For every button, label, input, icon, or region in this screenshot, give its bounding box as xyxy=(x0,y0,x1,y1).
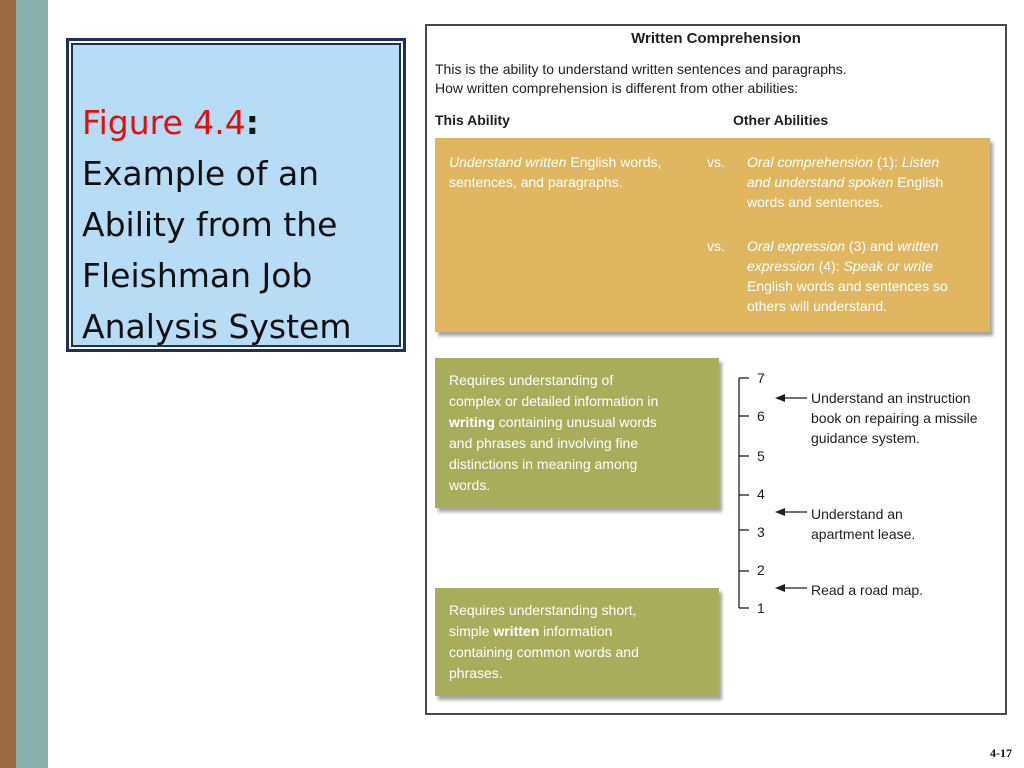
text: phrases. xyxy=(449,665,503,681)
slide-number: 4-17 xyxy=(990,746,1012,760)
anchor-text: guidance system. xyxy=(811,430,920,446)
text: Requires understanding of xyxy=(449,372,614,388)
left-accent-strip-brown xyxy=(0,0,16,768)
text: words and sentences. xyxy=(747,194,884,210)
scale-level-5: 5 xyxy=(757,448,765,464)
text: English words and sentences so xyxy=(747,278,948,294)
scale-level-1: 1 xyxy=(757,600,765,616)
left-accent-strip-teal xyxy=(16,0,48,768)
column-header-this-ability: This Ability xyxy=(435,112,510,128)
text: (1): xyxy=(873,154,902,170)
comparison-box: Understand written English words, senten… xyxy=(435,138,990,332)
italic-text: Oral comprehension xyxy=(747,154,874,170)
bold-text: written xyxy=(493,623,540,639)
anchor-text: Understand an xyxy=(811,506,903,522)
figure-intro: This is the ability to understand writte… xyxy=(435,60,847,98)
slide-title-line: Analysis System xyxy=(82,307,352,346)
text: and phrases and involving fine xyxy=(449,435,639,451)
scale-level-2: 2 xyxy=(757,562,765,578)
text: containing unusual words xyxy=(494,414,657,430)
italic-text: written xyxy=(897,238,939,254)
text: information xyxy=(539,623,613,639)
italic-text: Oral expression xyxy=(747,238,846,254)
scale-level-3: 3 xyxy=(757,524,765,540)
low-level-description: Requires understanding short, simple wri… xyxy=(449,600,711,684)
other-ability-oral-comprehension: Oral comprehension (1): Listen and under… xyxy=(747,152,987,212)
text: English xyxy=(893,174,944,190)
low-level-description-box: Requires understanding short, simple wri… xyxy=(435,588,719,696)
text: English words, xyxy=(566,154,662,170)
anchor-high: Understand an instruction book on repair… xyxy=(811,388,978,448)
column-header-other-abilities: Other Abilities xyxy=(733,112,829,128)
vs-label: vs. xyxy=(707,238,725,254)
rating-scale xyxy=(738,377,807,609)
text: words. xyxy=(449,477,491,493)
ability-figure: Written Comprehension This is the abilit… xyxy=(425,24,1007,715)
anchor-text: apartment lease. xyxy=(811,526,916,542)
anchor-mid: Understand an apartment lease. xyxy=(811,504,915,544)
figure-label: Figure 4.4 xyxy=(82,103,246,142)
italic-text: Listen xyxy=(901,154,940,170)
scale-level-7: 7 xyxy=(757,370,765,386)
italic-text: Understand written xyxy=(449,154,567,170)
scale-level-4: 4 xyxy=(757,486,765,502)
anchor-low: Read a road map. xyxy=(811,580,923,600)
intro-line: How written comprehension is different f… xyxy=(435,80,799,96)
text: Requires understanding short, xyxy=(449,602,637,618)
anchor-text: Read a road map. xyxy=(811,582,924,598)
slide-title-line: Fleishman Job xyxy=(82,256,313,295)
slide-title-line: Ability from the xyxy=(82,205,338,244)
anchor-arrow-head xyxy=(775,584,785,592)
figure-label-colon: : xyxy=(245,103,259,142)
anchor-arrow-head xyxy=(775,394,785,402)
scale-level-6: 6 xyxy=(757,408,765,424)
bold-text: writing xyxy=(449,414,495,430)
text: distinctions in meaning among xyxy=(449,456,638,472)
high-level-description: Requires understanding of complex or det… xyxy=(449,370,711,496)
vs-label: vs. xyxy=(707,154,725,170)
slide-title-line: Example of an xyxy=(82,154,320,193)
anchor-text: Understand an instruction xyxy=(811,390,971,406)
anchor-text: book on repairing a missile xyxy=(811,410,978,426)
italic-text: and understand spoken xyxy=(747,174,894,190)
text: others will understand. xyxy=(747,298,888,314)
intro-line: This is the ability to understand writte… xyxy=(435,61,847,77)
this-ability-description: Understand written English words, senten… xyxy=(449,152,699,192)
italic-text: expression xyxy=(747,258,815,274)
other-ability-expression: Oral expression (3) and written expressi… xyxy=(747,236,987,316)
slide-title-box: Figure 4.4: Example of an Ability from t… xyxy=(66,38,406,352)
high-level-description-box: Requires understanding of complex or det… xyxy=(435,358,719,508)
anchor-arrow-head xyxy=(775,508,785,516)
slide-title: Figure 4.4: Example of an Ability from t… xyxy=(82,97,392,352)
text: sentences, and paragraphs. xyxy=(449,174,623,190)
text: simple xyxy=(449,623,494,639)
figure-heading: Written Comprehension xyxy=(631,30,801,47)
text: (4): xyxy=(814,258,844,274)
text: (3) and xyxy=(845,238,898,254)
text: complex or detailed information in xyxy=(449,393,659,409)
italic-text: Speak or write xyxy=(843,258,933,274)
text: containing common words and xyxy=(449,644,639,660)
